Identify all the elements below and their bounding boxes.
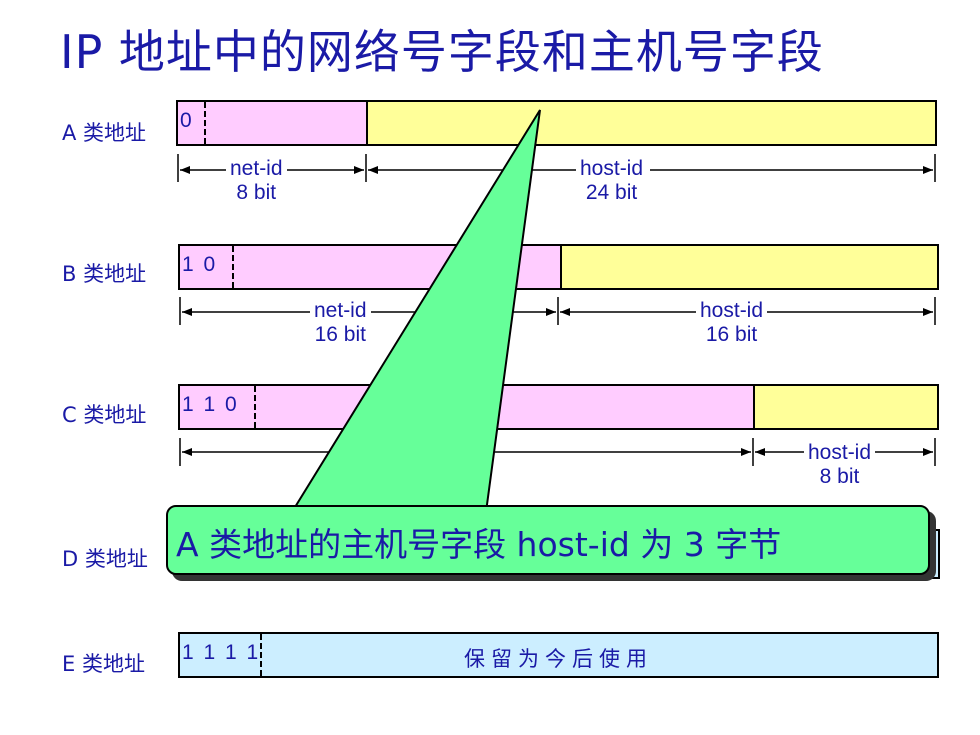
prefix-bits-b: 1 0 bbox=[182, 253, 218, 276]
dim-label-a-net: net-id 8 bit bbox=[226, 157, 287, 205]
dim-label-b-host: host-id 16 bit bbox=[696, 299, 768, 347]
net-id-field-a: 0 bbox=[178, 102, 366, 144]
reserved-field-e: 1 1 1 1 保留为今后使用 bbox=[180, 634, 937, 676]
reserved-label: 保留为今后使用 bbox=[464, 647, 653, 671]
dim-label-a-host: host-id 24 bit bbox=[576, 157, 648, 205]
callout-text: A 类地址的主机号字段 host-id 为 3 字节 bbox=[176, 525, 782, 564]
address-bar-a: 0 bbox=[176, 100, 937, 146]
dim-label-b-net-bits: 16 bit bbox=[314, 323, 366, 346]
dim-label-b-net-name: net-id bbox=[314, 299, 367, 322]
dim-label-c-host-name: host-id bbox=[808, 441, 872, 464]
dim-label-b-host-bits: 16 bit bbox=[705, 323, 758, 346]
prefix-bits-a: 0 bbox=[180, 109, 194, 132]
row-label-d: D 类地址 bbox=[62, 547, 148, 571]
prefix-bits-e: 1 1 1 1 bbox=[182, 641, 261, 664]
row-label-a: A 类地址 bbox=[62, 121, 147, 145]
page-title: IP 地址中的网络号字段和主机号字段 bbox=[60, 25, 824, 79]
address-bar-e: 1 1 1 1 保留为今后使用 bbox=[178, 632, 939, 678]
host-id-field-b bbox=[560, 246, 937, 288]
class-bit-divider-e bbox=[260, 634, 262, 676]
row-label-b: B 类地址 bbox=[62, 262, 147, 286]
host-id-field-a bbox=[366, 102, 935, 144]
dim-label-b-net: net-id 16 bit bbox=[310, 299, 371, 347]
dim-label-a-net-name: net-id bbox=[230, 157, 283, 180]
host-id-field-c bbox=[753, 386, 937, 428]
dim-label-a-host-bits: 24 bit bbox=[585, 181, 638, 204]
class-bit-divider-a bbox=[204, 102, 206, 144]
row-label-e: E 类地址 bbox=[62, 652, 145, 676]
dim-label-c-host-bits: 8 bit bbox=[819, 465, 860, 488]
row-label-c: C 类地址 bbox=[62, 403, 147, 427]
dim-label-b-host-name: host-id bbox=[700, 299, 764, 322]
dim-label-a-host-name: host-id bbox=[580, 157, 644, 180]
dim-label-a-net-bits: 8 bit bbox=[236, 181, 277, 204]
callout-box bbox=[166, 505, 930, 575]
class-bit-divider-c bbox=[254, 386, 256, 428]
class-bit-divider-b bbox=[232, 246, 234, 288]
dim-label-c-host: host-id 8 bit bbox=[804, 441, 876, 489]
prefix-bits-c: 1 1 0 bbox=[182, 393, 239, 416]
